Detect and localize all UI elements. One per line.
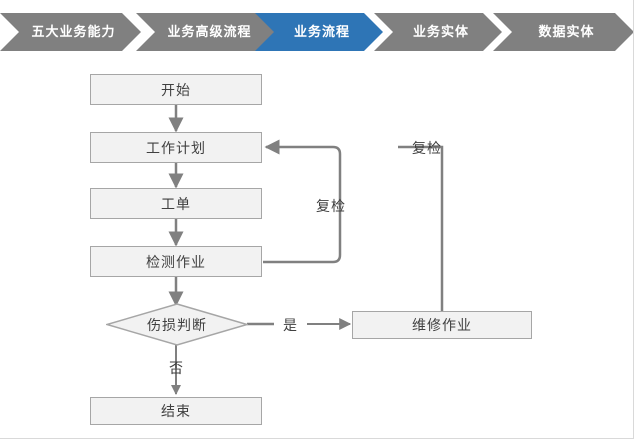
- node-decision-label: 伤损判断: [147, 317, 207, 334]
- node-repair-label: 维修作业: [412, 318, 472, 334]
- node-inspect[interactable]: 检测作业: [90, 246, 262, 277]
- decision-diamond-shape: [106, 303, 248, 346]
- breadcrumb-item-2-label: 业务流程: [293, 24, 350, 40]
- node-inspect-label: 检测作业: [146, 254, 206, 271]
- node-start[interactable]: 开始: [90, 74, 262, 105]
- edge-label-no: 否: [169, 361, 184, 377]
- breadcrumb-item-0-label: 五大业务能力: [31, 24, 116, 40]
- node-repair[interactable]: 维修作业: [352, 311, 532, 339]
- node-end-label: 结束: [161, 404, 191, 420]
- node-workorder[interactable]: 工单: [90, 188, 262, 219]
- breadcrumb-item-3-label: 业务实体: [412, 24, 469, 40]
- node-decision[interactable]: 伤损判断: [106, 303, 248, 346]
- breadcrumb-item-1-label: 业务高级流程: [167, 24, 252, 40]
- edge-repair-recheck-to-workplan: [398, 145, 444, 311]
- edge-label-recheck-inner: 复检: [316, 199, 346, 215]
- breadcrumb-item-4-label: 数据实体: [538, 24, 595, 40]
- breadcrumb: 五大业务能力 业务高级流程 业务流程 业务实体 数据实体: [0, 13, 634, 51]
- node-start-label: 开始: [161, 82, 191, 99]
- breadcrumb-item-0[interactable]: 五大业务能力: [0, 13, 141, 51]
- breadcrumb-item-3[interactable]: 业务实体: [374, 13, 502, 51]
- node-workorder-label: 工单: [161, 196, 191, 213]
- breadcrumb-item-2[interactable]: 业务流程: [255, 13, 383, 51]
- node-end[interactable]: 结束: [90, 397, 262, 425]
- node-workplan[interactable]: 工作计划: [90, 132, 262, 163]
- breadcrumb-item-4[interactable]: 数据实体: [493, 13, 634, 51]
- breadcrumb-item-1[interactable]: 业务高级流程: [136, 13, 277, 51]
- edge-label-yes: 是: [283, 318, 298, 334]
- node-workplan-label: 工作计划: [146, 140, 206, 157]
- edge-label-recheck-outer: 复检: [412, 141, 442, 157]
